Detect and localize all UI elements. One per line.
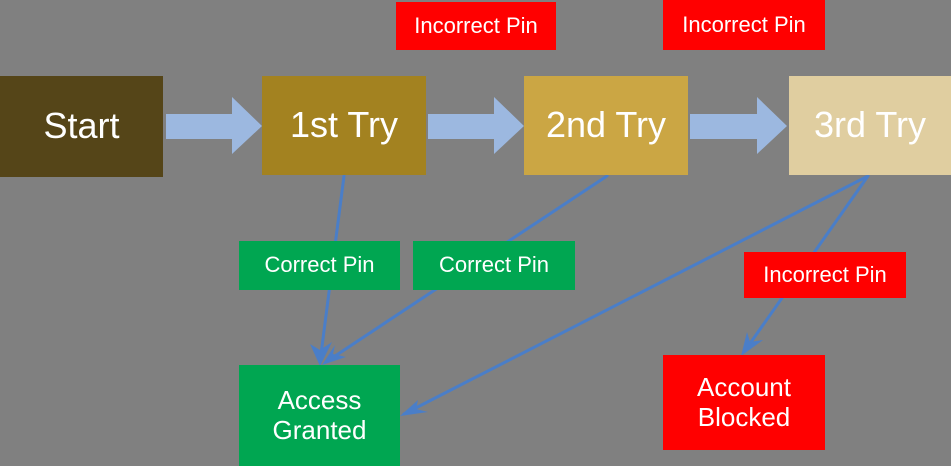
node-1st-try-label: 1st Try — [289, 104, 399, 146]
node-access-granted[interactable]: Access Granted — [239, 365, 400, 466]
node-start[interactable]: Start — [0, 76, 163, 177]
edge-label-correct-pin-2-text: Correct Pin — [438, 252, 550, 278]
node-1st-try[interactable]: 1st Try — [262, 76, 426, 175]
edge-label-incorrect-pin-3-text: Incorrect Pin — [763, 261, 887, 287]
edge-label-correct-pin-1-text: Correct Pin — [264, 252, 375, 278]
edge-label-correct-pin-2[interactable]: Correct Pin — [413, 241, 575, 290]
arrowhead-try3-to-account-blocked — [741, 332, 763, 356]
node-access-granted-line1: Access — [277, 385, 362, 416]
node-account-blocked-line2: Blocked — [697, 401, 791, 432]
node-3rd-try[interactable]: 3rd Try — [789, 76, 951, 175]
block-arrow-1st-try-to-2nd-try — [428, 97, 524, 154]
node-3rd-try-label: 3rd Try — [813, 104, 927, 146]
edge-label-incorrect-pin-3[interactable]: Incorrect Pin — [744, 252, 906, 298]
arrowhead-try1-to-access-granted — [310, 342, 332, 366]
node-account-blocked[interactable]: Account Blocked — [663, 355, 825, 450]
block-arrow-2nd-try-to-3rd-try — [690, 97, 787, 154]
edge-label-incorrect-pin-1-text: Incorrect Pin — [414, 12, 538, 38]
node-2nd-try-label: 2nd Try — [545, 104, 667, 146]
node-2nd-try[interactable]: 2nd Try — [524, 76, 688, 175]
node-account-blocked-line1: Account — [697, 372, 791, 403]
node-access-granted-line2: Granted — [272, 414, 367, 445]
edge-label-incorrect-pin-2[interactable]: Incorrect Pin — [663, 0, 825, 50]
node-start-label: Start — [43, 105, 120, 147]
edge-label-incorrect-pin-1[interactable]: Incorrect Pin — [396, 2, 556, 50]
edge-label-correct-pin-1[interactable]: Correct Pin — [239, 241, 400, 290]
arrowhead-try2-to-access-granted — [322, 345, 346, 365]
arrowhead-try3-to-access-granted — [400, 400, 428, 416]
edge-label-incorrect-pin-2-text: Incorrect Pin — [682, 11, 806, 37]
block-arrow-start-to-1st-try — [166, 97, 262, 154]
